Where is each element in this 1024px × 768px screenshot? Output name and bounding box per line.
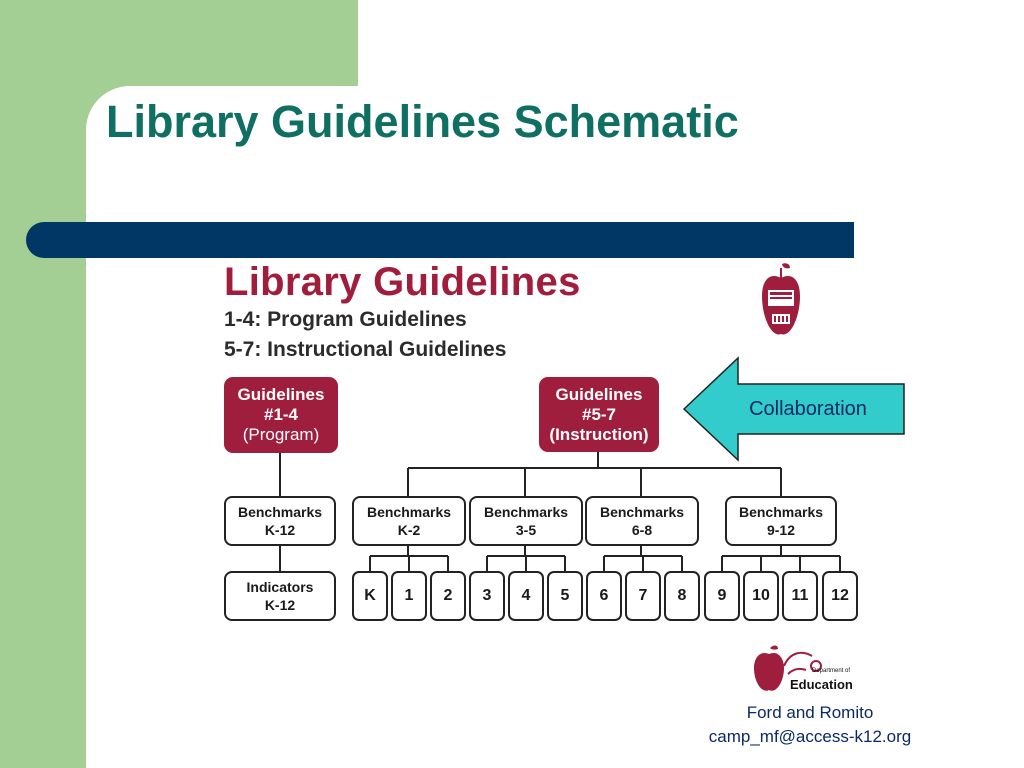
instruction-guidelines-line3: (Instruction) [549,424,649,444]
collaboration-arrow [682,356,905,462]
grade-box-1: 1 [391,571,427,621]
grade-box-12: 12 [822,571,858,621]
indicators-k12-box: Indicators K-12 [224,571,336,621]
grade-box-3: 3 [469,571,505,621]
collaboration-label: Collaboration [749,398,867,420]
grade-box-8: 8 [664,571,700,621]
grade-box-7: 7 [625,571,661,621]
diagram-subtitle-program: 1-4: Program Guidelines [224,308,467,331]
benchmarks-6-8-line1: Benchmarks [599,504,685,520]
indicators-k12-line1: Indicators [246,579,314,595]
title-divider-bar [26,222,854,258]
program-guidelines-box: Guidelines #1-4 (Program) [224,377,338,453]
instruction-guidelines-line1: Guidelines [555,384,643,404]
grade-box-11: 11 [782,571,818,621]
benchmarks-k2-box: Benchmarks K-2 [352,496,466,546]
indicators-k12-line2: K-12 [264,597,296,613]
grade-box-k: K [352,571,388,621]
instruction-guidelines-line2: #5-7 [581,404,617,424]
benchmarks-k12-line2: K-12 [264,522,296,538]
footer-authors: Ford and Romito [746,703,874,722]
benchmarks-k12-line1: Benchmarks [237,504,323,520]
diagram-title: Library Guidelines [224,260,581,304]
slide-title: Library Guidelines Schematic [106,96,739,147]
benchmarks-6-8-line2: 6-8 [631,522,653,538]
benchmarks-9-12-box: Benchmarks 9-12 [725,496,837,546]
instruction-guidelines-box: Guidelines #5-7 (Instruction) [539,377,659,452]
logo-department-text: Department of [812,668,851,674]
benchmarks-9-12-line1: Benchmarks [738,504,824,520]
footer-email: camp_mf@access-k12.org [708,727,912,746]
grade-box-2: 2 [430,571,466,621]
benchmarks-3-5-line1: Benchmarks [483,504,569,520]
apple-book-icon [762,263,800,335]
program-guidelines-line2: #1-4 [263,405,299,424]
program-guidelines-line3: (Program) [242,425,320,444]
grade-box-6: 6 [586,571,622,621]
benchmarks-k12-box: Benchmarks K-12 [224,496,336,546]
grade-box-10: 10 [743,571,779,621]
benchmarks-9-12-line2: 9-12 [766,522,796,538]
grade-box-5: 5 [547,571,583,621]
ohio-education-logo [754,645,822,691]
logo-education-text: Education [790,677,853,692]
benchmarks-3-5-box: Benchmarks 3-5 [469,496,583,546]
grade-box-9: 9 [704,571,740,621]
benchmarks-k2-line2: K-2 [397,522,421,538]
program-guidelines-line1: Guidelines [237,385,325,404]
grade-box-4: 4 [508,571,544,621]
benchmarks-6-8-box: Benchmarks 6-8 [585,496,699,546]
diagram-subtitle-instruction: 5-7: Instructional Guidelines [224,338,507,361]
benchmarks-3-5-line2: 3-5 [515,522,537,538]
benchmarks-k2-line1: Benchmarks [366,504,452,520]
